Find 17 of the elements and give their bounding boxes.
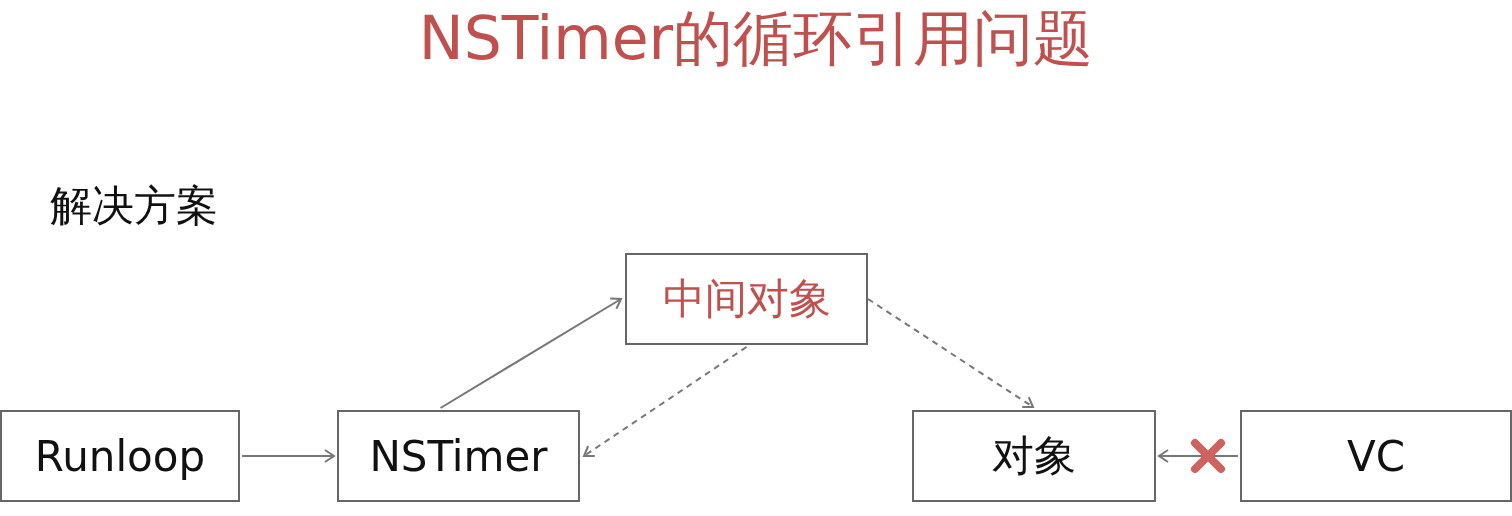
process-box [337, 410, 580, 502]
process-box [625, 253, 868, 345]
arrow [583, 346, 748, 457]
process-box [0, 410, 240, 502]
section-heading: 解决方案 [50, 180, 218, 232]
arrow [439, 297, 622, 409]
arrow [867, 298, 1034, 409]
arrow [1158, 449, 1239, 463]
box-label: 对象 [992, 430, 1076, 482]
arrow [241, 449, 335, 463]
box-label: VC [1346, 431, 1406, 481]
title: NSTimer的循环引用问题 [418, 3, 1094, 73]
box-label: NSTimer [369, 431, 548, 481]
process-box [912, 410, 1156, 502]
process-box [1240, 410, 1512, 502]
box-label: 中间对象 [662, 273, 831, 325]
box-label: Runloop [34, 431, 206, 481]
